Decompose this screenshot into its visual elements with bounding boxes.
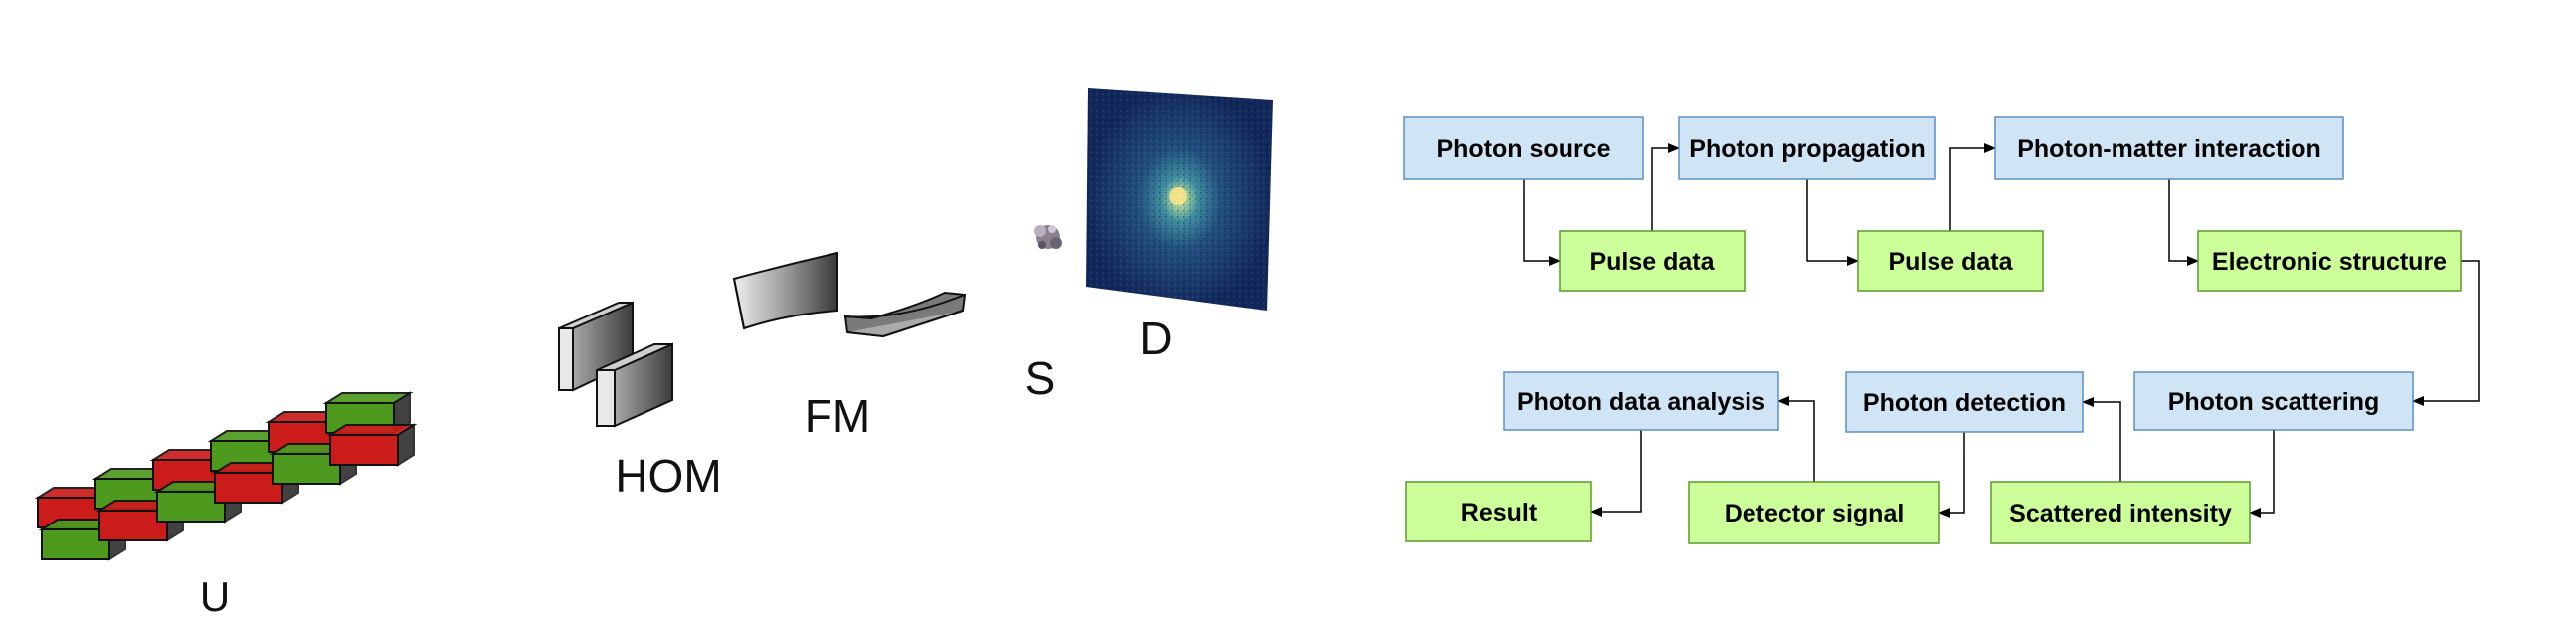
hom-mirrors-graphic — [558, 301, 673, 428]
detector-label: D — [1139, 313, 1172, 364]
connector-arrow — [1523, 179, 1561, 266]
flow-node-photon-propagation: Photon propagation — [1678, 116, 1936, 180]
undulator-label: U — [200, 573, 230, 620]
flow-node-result: Result — [1405, 481, 1592, 542]
flow-node-label: Photon-matter interaction — [2017, 135, 2321, 163]
sample-graphic — [1034, 225, 1062, 249]
connector-arrow — [1590, 430, 1642, 517]
flow-node-photon-detection: Photon detection — [1845, 371, 2084, 433]
flow-node-electronic-structure: Electronic structure — [2197, 230, 2462, 292]
flow-node-label: Detector signal — [1725, 500, 1905, 527]
connector-arrow — [1777, 396, 1815, 482]
flow-node-detector-signal: Detector signal — [1688, 481, 1940, 544]
flow-node-label: Scattered intensity — [2009, 500, 2232, 527]
focusing-mirrors-graphic — [732, 251, 967, 338]
undulator-magnet-block — [153, 480, 245, 524]
connector-arrow — [1806, 179, 1859, 266]
connector-arrow — [2168, 179, 2199, 266]
flow-node-label: Photon source — [1436, 135, 1610, 163]
flow-node-label: Pulse data — [1589, 248, 1715, 276]
flow-node-photon-matter-interaction: Photon-matter interaction — [1994, 116, 2344, 180]
sample-label: S — [1025, 352, 1056, 404]
flow-node-label: Electronic structure — [2212, 248, 2447, 276]
connector-arrow — [1938, 432, 1965, 518]
flow-node-label: Photon propagation — [1689, 135, 1925, 163]
undulator-graphic — [34, 391, 418, 561]
connector-arrow — [2412, 260, 2480, 406]
fm-label: FM — [805, 390, 870, 442]
connector-arrow — [2082, 397, 2121, 482]
flow-node-label: Result — [1461, 499, 1538, 526]
connector-arrow — [1949, 143, 1996, 231]
flowchart-connectors — [1523, 143, 2480, 518]
flow-node-photon-scattering: Photon scattering — [2133, 371, 2414, 431]
flow-node-label: Pulse data — [1888, 248, 2013, 276]
flow-node-pulse-data-1: Pulse data — [1559, 230, 1746, 292]
flow-node-label: Photon scattering — [2168, 388, 2380, 416]
hom-label: HOM — [615, 450, 721, 502]
flow-node-label: Photon data analysis — [1517, 388, 1765, 416]
connector-arrow — [1651, 143, 1680, 231]
flow-node-photon-data-analysis: Photon data analysis — [1503, 371, 1779, 431]
undulator-magnet-block — [326, 423, 418, 467]
connector-arrow — [2249, 430, 2275, 518]
flow-node-photon-source: Photon source — [1403, 116, 1644, 180]
undulator-magnet-block — [95, 499, 187, 542]
flow-node-label: Photon detection — [1863, 389, 2066, 417]
flow-node-pulse-data-2: Pulse data — [1857, 230, 2044, 292]
flow-node-scattered-intensity: Scattered intensity — [1990, 481, 2251, 544]
detector-graphic — [1086, 88, 1273, 311]
